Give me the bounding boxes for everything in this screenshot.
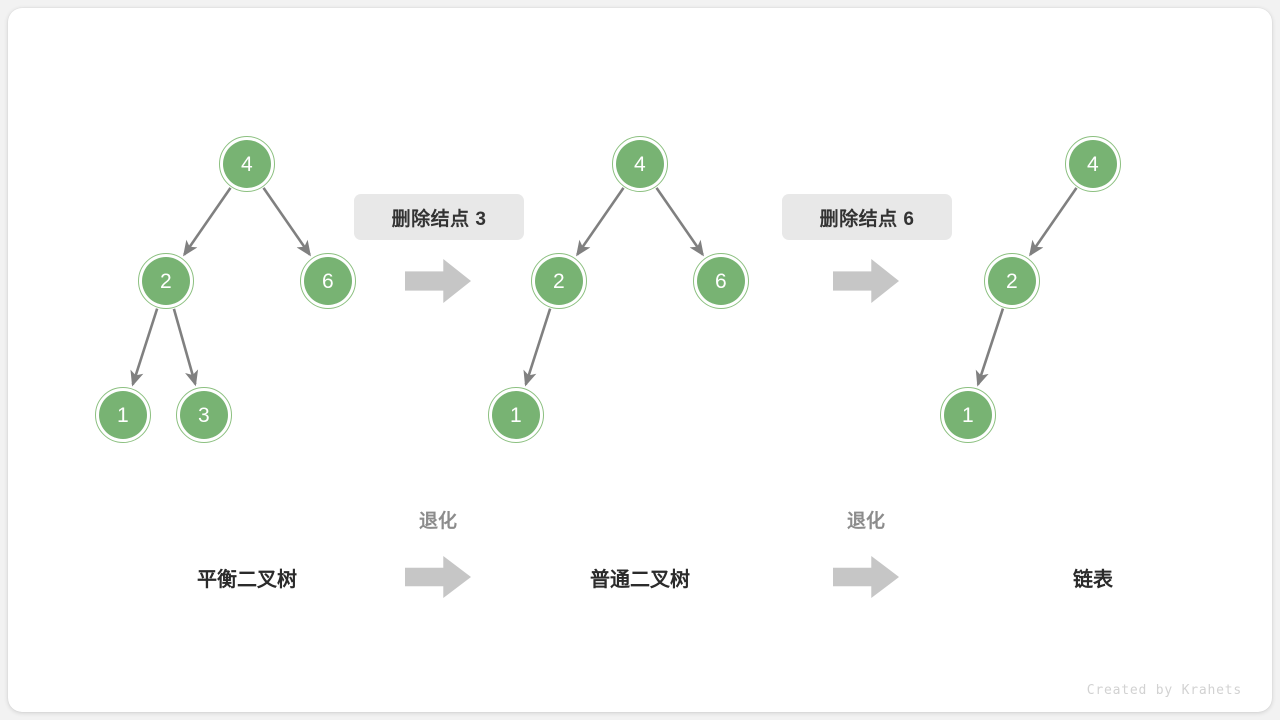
tree-edge [130,308,159,387]
tree-node[interactable]: 2 [531,253,587,309]
tree-edge [172,308,199,387]
tree-edge [523,308,552,387]
tree-node-label: 2 [553,269,565,293]
watermark-credit: Created by Krahets [1086,683,1242,698]
operation-chip-label: 删除结点 6 [819,208,915,230]
tree-node[interactable]: 4 [612,136,668,192]
tree-node[interactable]: 1 [95,387,151,443]
tree-node[interactable]: 1 [488,387,544,443]
tree-node-label: 2 [160,269,172,293]
tree-edge [262,187,311,257]
transition-label-2: 退化 [846,511,886,532]
transition-label-1: 退化 [418,511,458,532]
tree-node-label: 1 [962,403,974,427]
tree-node-circle: 2 [535,257,583,305]
tree-node[interactable]: 3 [176,387,232,443]
tree-node[interactable]: 1 [940,387,996,443]
tree-node-circle: 4 [616,140,664,188]
tree-node-label: 2 [1006,269,1018,293]
tree-edge [576,187,625,257]
caption-ordinary-tree: 普通二叉树 [590,569,690,591]
caption-linked-list: 链表 [1073,569,1113,591]
tree-node-label: 6 [715,269,727,293]
tree-node-circle: 3 [180,391,228,439]
tree-node-circle: 2 [142,257,190,305]
operation-chip-delete-6[interactable]: 删除结点 6 [782,194,952,240]
tree-node-label: 4 [634,152,646,176]
transition-arrow-caption-1 [405,556,471,598]
tree-node-circle: 6 [697,257,745,305]
tree-node[interactable]: 6 [693,253,749,309]
operation-chip-label: 删除结点 3 [391,208,487,230]
tree-node-label: 4 [241,152,253,176]
transition-arrow-caption-2 [833,556,899,598]
tree-node[interactable]: 4 [219,136,275,192]
tree-node-label: 3 [198,403,210,427]
tree-node-circle: 2 [988,257,1036,305]
tree-node[interactable]: 6 [300,253,356,309]
figure-canvas [8,8,1272,712]
transition-arrow-tree-2 [833,259,899,303]
tree-edge [1029,187,1078,257]
tree-node-label: 4 [1087,152,1099,176]
tree-node-label: 6 [322,269,334,293]
tree-edge [183,187,232,257]
tree-node-label: 1 [117,403,129,427]
tree-node-circle: 1 [492,391,540,439]
tree-edge [975,308,1005,387]
tree-node-label: 1 [510,403,522,427]
tree-node-circle: 1 [944,391,992,439]
tree-node-circle: 1 [99,391,147,439]
tree-edge [655,187,704,257]
tree-node-circle: 4 [223,140,271,188]
tree-node[interactable]: 4 [1065,136,1121,192]
transition-arrow-tree-1 [405,259,471,303]
caption-balanced-tree: 平衡二叉树 [197,569,297,591]
tree-node[interactable]: 2 [984,253,1040,309]
operation-chip-delete-3[interactable]: 删除结点 3 [354,194,524,240]
tree-node-circle: 4 [1069,140,1117,188]
tree-node-circle: 6 [304,257,352,305]
tree-node[interactable]: 2 [138,253,194,309]
